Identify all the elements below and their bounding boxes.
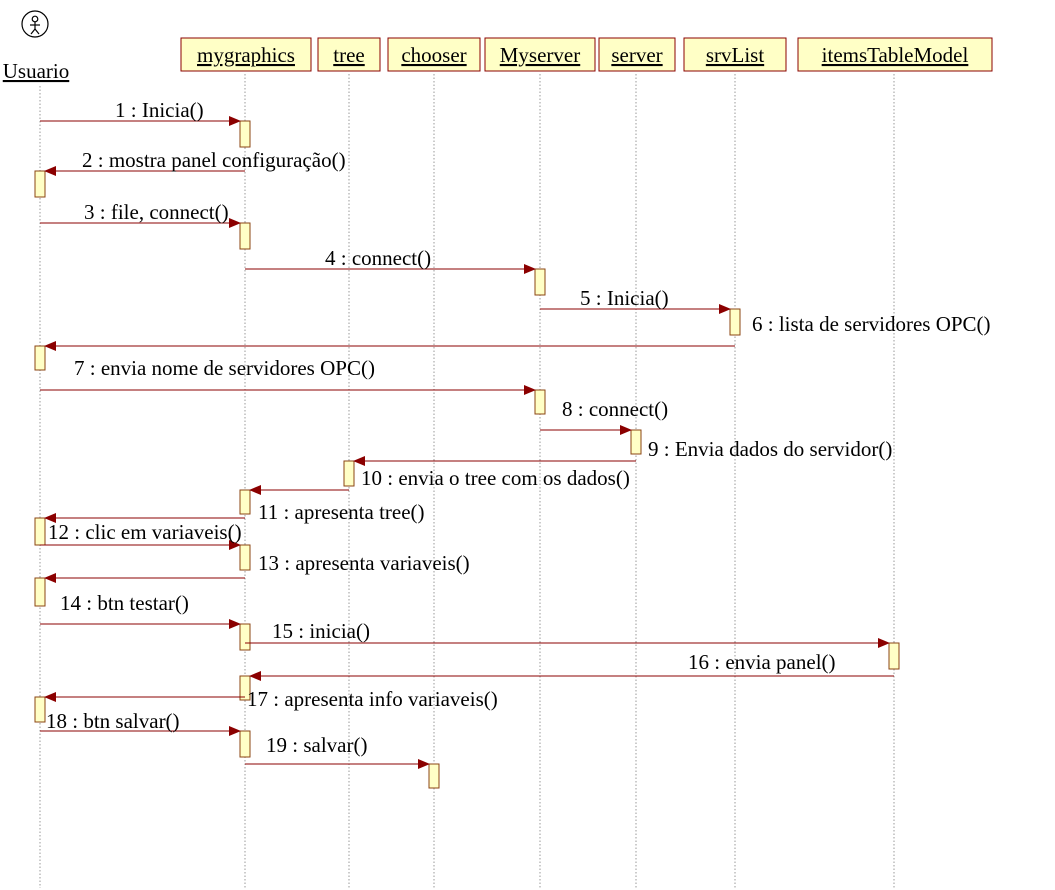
object-header-srvlist: srvList bbox=[683, 37, 787, 72]
message-label-19: 19 : salvar() bbox=[266, 733, 367, 757]
activation-box-usuario bbox=[34, 170, 46, 198]
activation-box-mygraphics bbox=[239, 675, 251, 701]
message-label-3: 3 : file, connect() bbox=[84, 200, 229, 224]
activations-layer bbox=[34, 120, 900, 789]
activation-box-usuario bbox=[34, 577, 46, 607]
actor-usuario: Usuario bbox=[3, 10, 70, 83]
object-label-chooser: chooser bbox=[401, 43, 466, 67]
object-header-box bbox=[683, 37, 787, 72]
message-label-13: 13 : apresenta variaveis() bbox=[258, 551, 470, 575]
object-header-itemstablemodel: itemsTableModel bbox=[797, 37, 993, 72]
object-header-box bbox=[317, 37, 381, 72]
object-header-box bbox=[797, 37, 993, 72]
message-label-11: 11 : apresenta tree() bbox=[258, 500, 425, 524]
object-header-box bbox=[484, 37, 596, 72]
activation-box-tree bbox=[343, 460, 355, 487]
message-label-2: 2 : mostra panel configuração() bbox=[82, 148, 346, 172]
activation-box-usuario bbox=[34, 517, 46, 546]
object-header-server: server bbox=[598, 37, 676, 72]
object-label-itemstablemodel: itemsTableModel bbox=[822, 43, 969, 67]
object-label-tree: tree bbox=[333, 43, 364, 67]
message-label-6: 6 : lista de servidores OPC() bbox=[752, 312, 991, 336]
activation-box-mygraphics bbox=[239, 623, 251, 651]
activation-box-mygraphics bbox=[239, 544, 251, 571]
object-header-chooser: chooser bbox=[387, 37, 481, 72]
stick-figure-actor-icon bbox=[21, 10, 49, 38]
object-header-box bbox=[598, 37, 676, 72]
message-label-7: 7 : envia nome de servidores OPC() bbox=[74, 356, 375, 380]
message-label-8: 8 : connect() bbox=[562, 397, 668, 421]
message-label-12: 12 : clic em variaveis() bbox=[48, 520, 242, 544]
messages-layer bbox=[40, 116, 894, 769]
activation-box-myserver bbox=[534, 268, 546, 296]
activation-box-chooser bbox=[428, 763, 440, 789]
object-label-server: server bbox=[611, 43, 662, 67]
object-header-myserver: Myserver bbox=[484, 37, 596, 72]
message-label-4: 4 : connect() bbox=[325, 246, 431, 270]
message-label-18: 18 : btn salvar() bbox=[46, 709, 180, 733]
activation-box-mygraphics bbox=[239, 489, 251, 515]
object-header-mygraphics: mygraphics bbox=[180, 37, 312, 72]
activation-box-server bbox=[630, 429, 642, 455]
activation-box-mygraphics bbox=[239, 120, 251, 148]
activation-box-itemstablemodel bbox=[888, 642, 900, 670]
object-label-myserver: Myserver bbox=[500, 43, 580, 67]
activation-box-mygraphics bbox=[239, 730, 251, 758]
actor-label-usuario: Usuario bbox=[3, 59, 70, 83]
activation-box-usuario bbox=[34, 696, 46, 723]
message-labels-layer: 1 : Inicia() 2 : mostra panel configuraçã… bbox=[46, 98, 991, 757]
message-label-9: 9 : Envia dados do servidor() bbox=[648, 437, 892, 461]
object-label-srvlist: srvList bbox=[706, 43, 765, 67]
message-label-1: 1 : Inicia() bbox=[115, 98, 204, 122]
headers-layer: Usuario mygraphics tree chooser Myserver ser… bbox=[3, 10, 993, 83]
object-label-mygraphics: mygraphics bbox=[197, 43, 295, 67]
activation-box-myserver bbox=[534, 389, 546, 415]
activation-box-srvlist bbox=[729, 308, 741, 336]
message-label-10: 10 : envia o tree com os dados() bbox=[361, 466, 630, 490]
message-label-15: 15 : inicia() bbox=[272, 619, 370, 643]
activation-box-usuario bbox=[34, 345, 46, 371]
message-label-17: 17 : apresenta info variaveis() bbox=[247, 687, 498, 711]
object-header-box bbox=[180, 37, 312, 72]
message-label-16: 16 : envia panel() bbox=[688, 650, 836, 674]
object-header-box bbox=[387, 37, 481, 72]
message-label-14: 14 : btn testar() bbox=[60, 591, 189, 615]
message-label-5: 5 : Inicia() bbox=[580, 286, 669, 310]
activation-box-mygraphics bbox=[239, 222, 251, 250]
object-header-tree: tree bbox=[317, 37, 381, 72]
